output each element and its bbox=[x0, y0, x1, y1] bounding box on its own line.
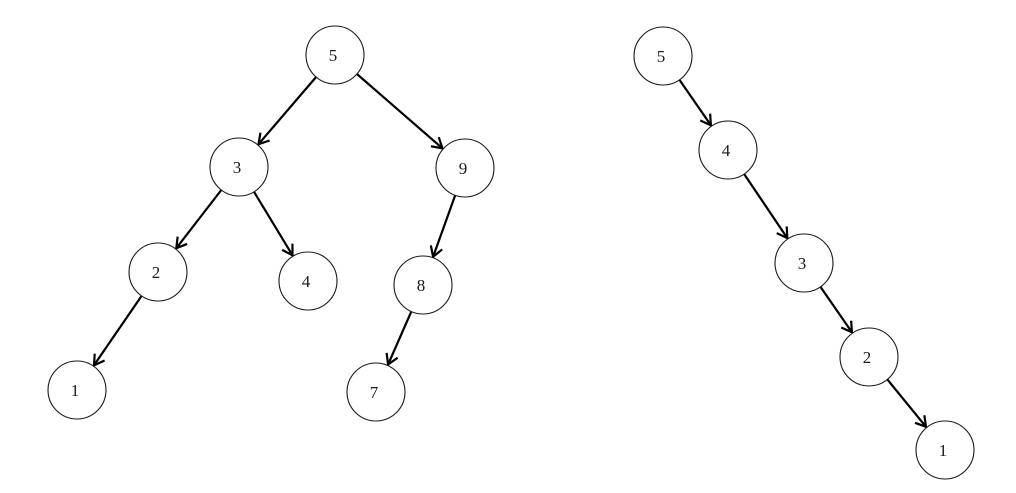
tree-node-label: 3 bbox=[233, 158, 242, 177]
tree-node-circle bbox=[209, 137, 269, 197]
tree-node-circle bbox=[393, 255, 453, 315]
tree-node-circle bbox=[435, 138, 495, 198]
tree-node-label: 9 bbox=[459, 159, 468, 178]
tree-node-circle bbox=[839, 327, 899, 387]
tree-node-label: 5 bbox=[657, 47, 666, 66]
tree-edge-2-to-1 bbox=[92, 295, 143, 368]
tree-node-circle bbox=[47, 360, 107, 420]
tree-edge-5-to-4 bbox=[678, 79, 713, 128]
tree-node-label: 8 bbox=[417, 276, 426, 295]
tree-edge-5-to-9 bbox=[356, 73, 445, 150]
tree-node-label: 5 bbox=[329, 46, 338, 65]
tree-node-label: 4 bbox=[722, 141, 731, 160]
tree-node-circle bbox=[774, 233, 834, 293]
degenerate-tree: 5 4 3 2 1 bbox=[633, 26, 975, 480]
tree-node-label: 2 bbox=[152, 263, 161, 282]
tree-node-circle bbox=[305, 25, 365, 85]
tree-edge-8-to-7 bbox=[385, 311, 413, 367]
tree-node-circle bbox=[633, 26, 693, 86]
tree-node-label: 1 bbox=[71, 381, 80, 400]
tree-node-circle bbox=[278, 251, 338, 311]
tree-node-label: 7 bbox=[370, 383, 379, 402]
tree-edge-2-to-1 bbox=[886, 378, 928, 429]
tree-node-label: 1 bbox=[939, 441, 948, 460]
tree-node-circle bbox=[915, 420, 975, 480]
tree-edge-9-to-8 bbox=[429, 194, 457, 259]
tree-node-label: 3 bbox=[798, 254, 807, 273]
tree-node-label: 4 bbox=[302, 272, 311, 291]
tree-edge-3-to-2 bbox=[174, 189, 223, 250]
tree-node-label: 2 bbox=[863, 348, 872, 367]
tree-node-circle bbox=[346, 362, 406, 422]
tree-node-circle bbox=[128, 242, 188, 302]
tree-edge-3-to-2 bbox=[819, 286, 854, 335]
tree-node-circle bbox=[698, 120, 758, 180]
tree-edge-3-to-4 bbox=[253, 191, 294, 258]
binary-search-tree: 5 3 9 2 4 8 1 7 bbox=[47, 25, 495, 422]
tree-edge-4-to-3 bbox=[743, 173, 789, 240]
tree-edge-5-to-3 bbox=[257, 76, 317, 146]
